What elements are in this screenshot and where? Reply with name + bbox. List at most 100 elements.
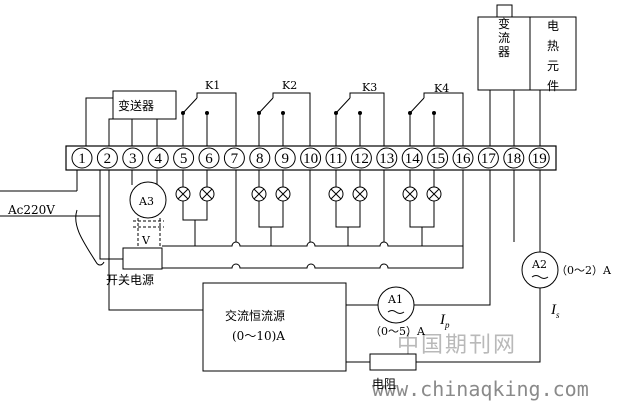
terminal-number: 16 — [456, 151, 472, 167]
wire-common-7-10-13 — [235, 170, 385, 242]
is-letter: I — [550, 302, 557, 318]
converter-char-1: 变 — [498, 16, 510, 31]
transmitter-box — [112, 90, 177, 120]
relay-k2-contacts — [258, 92, 311, 146]
ammeter-a1-ac-symbol — [387, 310, 405, 314]
lamp-cross — [177, 188, 189, 200]
relay-k4-label: K4 — [434, 82, 449, 95]
relay-k1-node-b — [205, 111, 209, 115]
cc-source-label-1: 交流恒流源 — [225, 308, 285, 323]
terminal-circle — [528, 147, 550, 169]
bus-power-16 — [162, 170, 464, 269]
wire-converter-loop — [496, 4, 513, 17]
ammeter-a2 — [521, 251, 559, 289]
wire-ac-curve — [75, 209, 105, 266]
terminal-circle — [274, 147, 296, 169]
terminal-circle — [401, 147, 423, 169]
lamp-group — [175, 170, 442, 203]
lamp-cross — [330, 188, 342, 200]
terminal-number: 19 — [532, 151, 547, 167]
terminal-circle — [452, 147, 474, 169]
wire-lamps-k3 — [335, 203, 361, 246]
transmitter-label: 变送器 — [118, 98, 154, 113]
lamp-cross — [277, 188, 289, 200]
terminal-circle — [173, 147, 195, 169]
wire-resistor-a2 — [416, 288, 541, 363]
relay-k3-label: K3 — [362, 81, 377, 94]
wire-lamps-k4 — [409, 203, 435, 246]
terminal-number: 8 — [256, 151, 264, 167]
converter-char-3: 器 — [498, 45, 510, 59]
relay-k3-contacts — [335, 92, 385, 146]
terminal-circle — [477, 147, 499, 169]
relay-k3-node-b — [358, 111, 362, 115]
relay-k4-node-b — [432, 111, 436, 115]
ac-input-label: Ac220V — [7, 203, 55, 217]
lamp-cross — [404, 188, 416, 200]
terminal-number: 1 — [78, 151, 86, 167]
relay-k1-node-a — [181, 111, 185, 115]
watermark-cn: 中国期刊网 — [397, 333, 517, 358]
terminal-number: 14 — [405, 151, 421, 167]
terminal-number: 7 — [231, 151, 239, 167]
relay-k2-node-b — [281, 111, 285, 115]
ammeter-a1-range: （0～5）A — [370, 325, 426, 338]
terminal-number: 2 — [104, 151, 112, 167]
heater-label: 电 热 元 件 — [547, 19, 563, 93]
wire-lamps-k1 — [182, 203, 208, 246]
terminal-circle — [122, 147, 144, 169]
terminal-number: 11 — [329, 151, 343, 167]
resistor-label: 电阻 — [372, 377, 396, 391]
relay-k1-label: K1 — [205, 79, 220, 92]
terminal-number: 3 — [129, 151, 137, 167]
is-subscript: s — [556, 310, 560, 320]
lamp-cross — [253, 188, 265, 200]
relay-k2: K2 — [257, 79, 311, 146]
watermark-url: www.chinaqking.com — [372, 377, 589, 401]
terminal-circle — [376, 147, 398, 169]
relay-k3: K3 — [334, 81, 385, 146]
ip-letter: I — [439, 312, 446, 328]
converter-label: 变 流 器 — [498, 16, 514, 59]
ammeter-a2-range: （0～2）A — [556, 264, 612, 277]
wire-t2-cc-source — [108, 170, 203, 311]
terminal-number: 5 — [180, 151, 188, 167]
terminal-number: 15 — [430, 151, 445, 167]
heater-char-3: 元 — [547, 59, 559, 73]
switching-ps-label: 开关电源 — [106, 273, 154, 287]
terminal-circle — [503, 147, 525, 169]
relay-k1-contacts — [182, 92, 237, 146]
terminal-circle — [71, 147, 93, 169]
relay-k4: K4 — [408, 82, 464, 146]
relay-k1: K1 — [181, 79, 237, 146]
terminal-circle — [325, 147, 347, 169]
ip-label: Ip — [439, 312, 450, 330]
v-output-label: V — [141, 234, 151, 247]
heater-box — [529, 16, 577, 91]
terminal-number: 9 — [281, 151, 289, 167]
switching-ps-box — [122, 247, 163, 270]
relay-k4-contacts — [409, 92, 464, 146]
wire-t2-transmitter — [108, 118, 113, 146]
converter-char-2: 流 — [498, 31, 510, 45]
terminal-circle — [147, 147, 169, 169]
heater-char-1: 电 — [547, 19, 559, 33]
cc-source-box — [202, 282, 347, 372]
terminal-circle — [300, 147, 322, 169]
relay-k2-label: K2 — [282, 79, 297, 92]
terminal-number: 18 — [506, 151, 521, 167]
relay-k4-node-a — [408, 111, 412, 115]
is-label: Is — [550, 302, 560, 320]
terminal-number: 10 — [303, 151, 318, 167]
terminal-circle — [223, 147, 245, 169]
heater-char-4: 件 — [547, 79, 559, 93]
resistor-box — [369, 353, 417, 371]
wire-lamps-k2 — [258, 203, 284, 246]
cc-source-label-2: (0～10)A — [232, 329, 285, 343]
wire-ac-to-ps — [99, 170, 123, 260]
ip-subscript: p — [444, 320, 450, 330]
ammeter-a3-label: A3 — [138, 195, 154, 208]
terminal-circle — [96, 147, 118, 169]
terminal-number: 17 — [481, 151, 497, 167]
